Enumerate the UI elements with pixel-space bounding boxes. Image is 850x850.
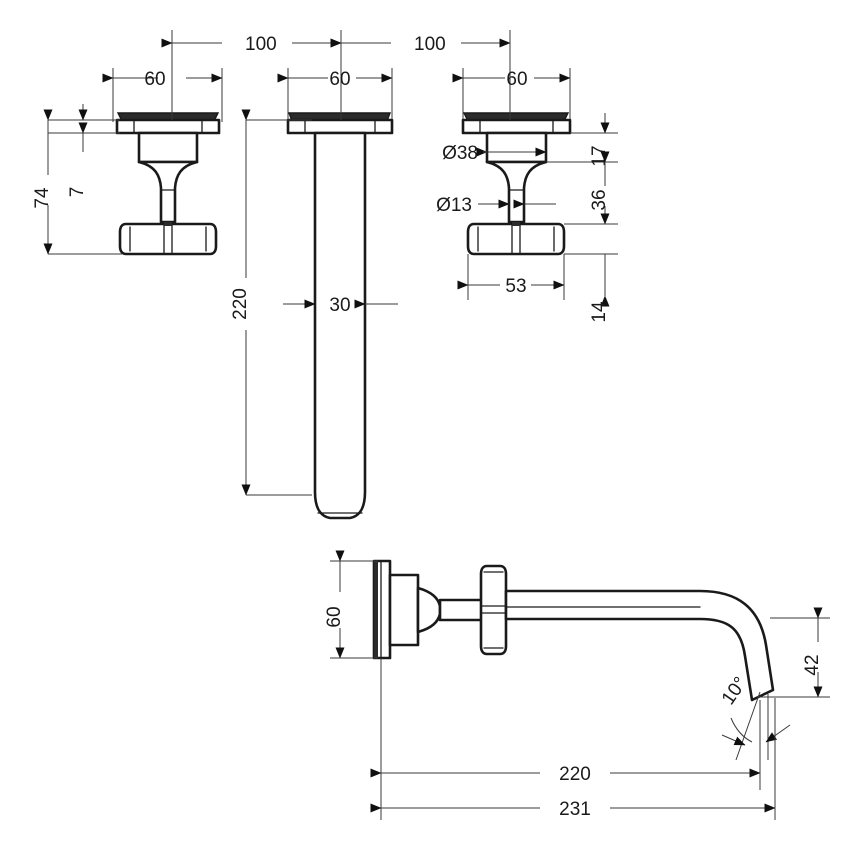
- left-valve-collar: [137, 131, 199, 164]
- dim-label-center-30: 30: [329, 295, 350, 316]
- dim-label-right-36: 36: [589, 189, 610, 210]
- right-valve-lever: [466, 222, 566, 256]
- dim-label-right-17: 17: [589, 145, 610, 166]
- left-valve-lever: [118, 222, 218, 256]
- dim-label-side-angle: 10°: [718, 673, 752, 709]
- dim-side-60: 60: [324, 550, 345, 659]
- dim-label-side-231: 231: [559, 799, 591, 820]
- dim-label-right-d13: Ø13: [436, 195, 472, 216]
- dim-label-left-60: 60: [144, 69, 165, 90]
- dim-label-side-60: 60: [324, 606, 345, 627]
- dim-right-d38: Ø38: [442, 143, 547, 164]
- dim-spacing-100-left: 100: [161, 30, 342, 108]
- dim-spacing-100-right: 100: [330, 30, 511, 108]
- left-valve-stem: [137, 160, 199, 224]
- dim-right-53: 53: [457, 276, 565, 297]
- dim-side-42: 42: [802, 607, 823, 698]
- dim-label-left-7: 7: [67, 187, 88, 198]
- dim-label-spacing-100-right: 100: [414, 34, 446, 55]
- right-valve-stem: [485, 160, 548, 224]
- left-valve-part: [115, 112, 221, 256]
- dim-label-spacing-100-left: 100: [245, 34, 277, 55]
- dim-label-right-14: 14: [589, 301, 610, 323]
- dim-right-36: 36: [589, 151, 610, 225]
- center-spout-tube: [313, 131, 367, 520]
- dim-label-center-60: 60: [329, 69, 350, 90]
- dim-right-d13: Ø13: [436, 195, 556, 216]
- dim-side-220: 220: [370, 764, 761, 785]
- dim-label-right-53: 53: [505, 276, 526, 297]
- dim-right-14: 14: [589, 254, 610, 323]
- dim-label-right-d38: Ø38: [442, 143, 478, 164]
- side-collar: [388, 573, 420, 647]
- dim-label-side-220: 220: [559, 764, 591, 785]
- dim-side-231: 231: [370, 799, 776, 820]
- dim-label-side-42: 42: [802, 654, 823, 675]
- center-spout-plate: [286, 118, 394, 135]
- dim-left-74: 74: [32, 109, 53, 255]
- dim-center-60: 60: [277, 68, 393, 122]
- side-neck: [416, 586, 442, 634]
- dim-left-60: 60: [102, 68, 223, 122]
- dim-label-center-220: 220: [230, 288, 251, 320]
- right-valve-rosette: [461, 118, 572, 135]
- dim-label-right-60: 60: [506, 69, 527, 90]
- dim-right-60: 60: [452, 68, 571, 122]
- left-valve-rosette: [115, 118, 221, 135]
- side-assembly-part: [372, 559, 775, 702]
- dim-center-30: 30: [283, 295, 398, 316]
- dim-right-17: 17: [589, 113, 610, 167]
- right-valve-part: [461, 112, 572, 256]
- dim-label-left-74: 74: [32, 187, 53, 209]
- dim-center-220: 220: [230, 109, 251, 496]
- center-spout-part: [286, 112, 394, 520]
- side-cross-handle: [479, 564, 508, 656]
- right-valve-collar: [485, 131, 548, 164]
- dim-left-7: 7: [67, 104, 88, 197]
